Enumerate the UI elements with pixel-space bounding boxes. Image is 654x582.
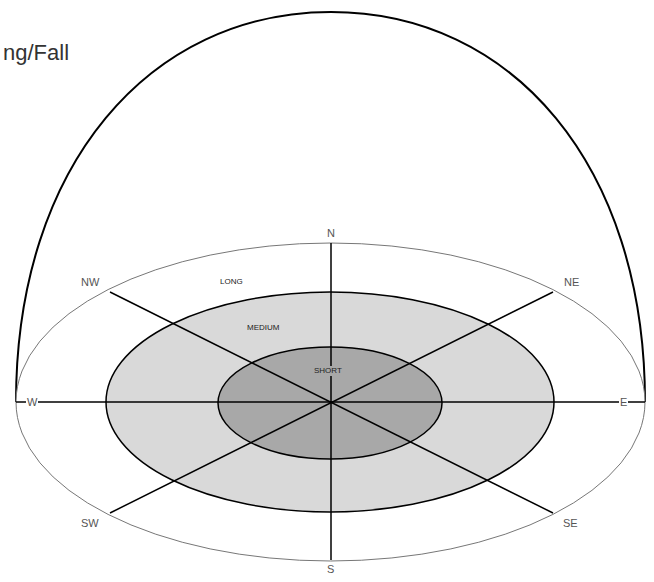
range-label: MEDIUM bbox=[245, 323, 281, 333]
compass-label: N bbox=[326, 228, 336, 239]
range-label: LONG bbox=[218, 277, 245, 287]
nw-se-line bbox=[110, 292, 553, 513]
compass-label: NE bbox=[563, 277, 580, 288]
season-title: ng/Fall bbox=[3, 42, 69, 64]
ne-sw-line bbox=[110, 292, 553, 513]
range-label: SHORT bbox=[312, 366, 344, 376]
compass-label: NW bbox=[80, 277, 100, 288]
compass-label: SW bbox=[80, 518, 100, 529]
compass-label: S bbox=[326, 564, 335, 575]
compass-label: W bbox=[26, 397, 38, 408]
compass-label: E bbox=[619, 397, 628, 408]
compass-label: SE bbox=[562, 518, 579, 529]
